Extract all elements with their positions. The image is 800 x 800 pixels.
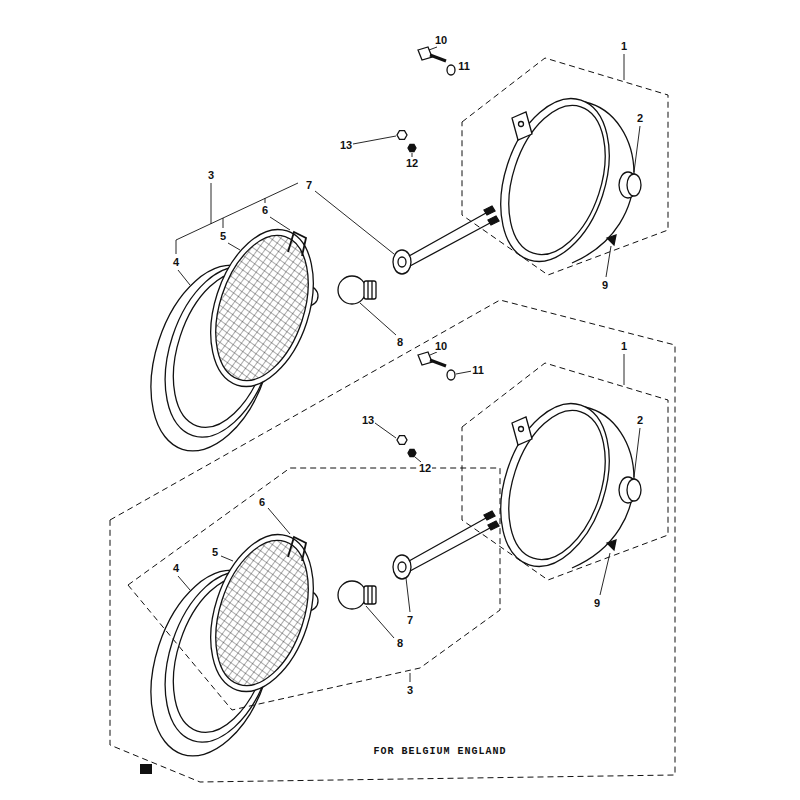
leader-line: [634, 126, 640, 172]
group-boundary: [462, 363, 668, 580]
marker-block: [140, 764, 152, 774]
leader-line: [178, 576, 190, 590]
leader-line: [634, 428, 640, 477]
callout-number: 2: [636, 414, 644, 426]
leader-line: [606, 246, 611, 277]
leader-line: [624, 354, 625, 385]
callout-number: 10: [434, 340, 448, 352]
callout-number: 2: [636, 112, 644, 124]
callout-number: 5: [219, 230, 227, 242]
callout-number: 13: [339, 139, 353, 151]
leader-line: [366, 606, 394, 638]
leader-line: [410, 673, 411, 682]
leader-line: [624, 54, 625, 80]
leader-line: [360, 303, 396, 335]
leader-line: [600, 553, 610, 595]
callout-number: 9: [601, 279, 609, 291]
leader-line: [268, 508, 290, 534]
callout-number: 7: [305, 179, 313, 191]
caption-note: FOR BELGIUM ENGLAND: [371, 746, 508, 758]
group-boundary: [110, 300, 675, 782]
callout-number: 4: [172, 562, 180, 574]
leader-line: [429, 47, 437, 50]
callout-number: 13: [361, 414, 375, 426]
callout-number: 9: [593, 597, 601, 609]
callout-number: 8: [396, 637, 404, 649]
leader-line: [456, 371, 472, 374]
group-boundary: [462, 58, 668, 275]
callout-number: 12: [405, 157, 419, 169]
bracket: [176, 183, 298, 254]
callout-number: 1: [620, 340, 628, 352]
callout-number: 5: [211, 546, 219, 558]
callout-number: 6: [261, 204, 269, 216]
leader-line: [221, 556, 233, 561]
leader-line: [228, 243, 240, 250]
leader-line: [315, 191, 394, 254]
callout-number: 3: [207, 169, 215, 181]
callout-number: 11: [457, 60, 471, 72]
callout-number: 6: [258, 496, 266, 508]
callout-number: 8: [396, 336, 404, 348]
leader-line: [406, 578, 410, 612]
callout-number: 10: [434, 34, 448, 46]
leader-line: [270, 217, 290, 230]
callout-number: 7: [406, 614, 414, 626]
callout-number: 4: [172, 256, 180, 268]
leader-line: [353, 136, 396, 144]
headlight-assembly: [129, 352, 641, 772]
callout-number: 3: [406, 684, 414, 696]
group-boundary: [128, 468, 500, 710]
leader-line: [178, 270, 190, 285]
leader-line: [375, 423, 396, 438]
callout-number: 1: [620, 40, 628, 52]
callout-number: 12: [418, 462, 432, 474]
bracket-ticks: [211, 183, 265, 228]
leader-line: [430, 352, 437, 355]
callout-number: 11: [471, 364, 485, 376]
